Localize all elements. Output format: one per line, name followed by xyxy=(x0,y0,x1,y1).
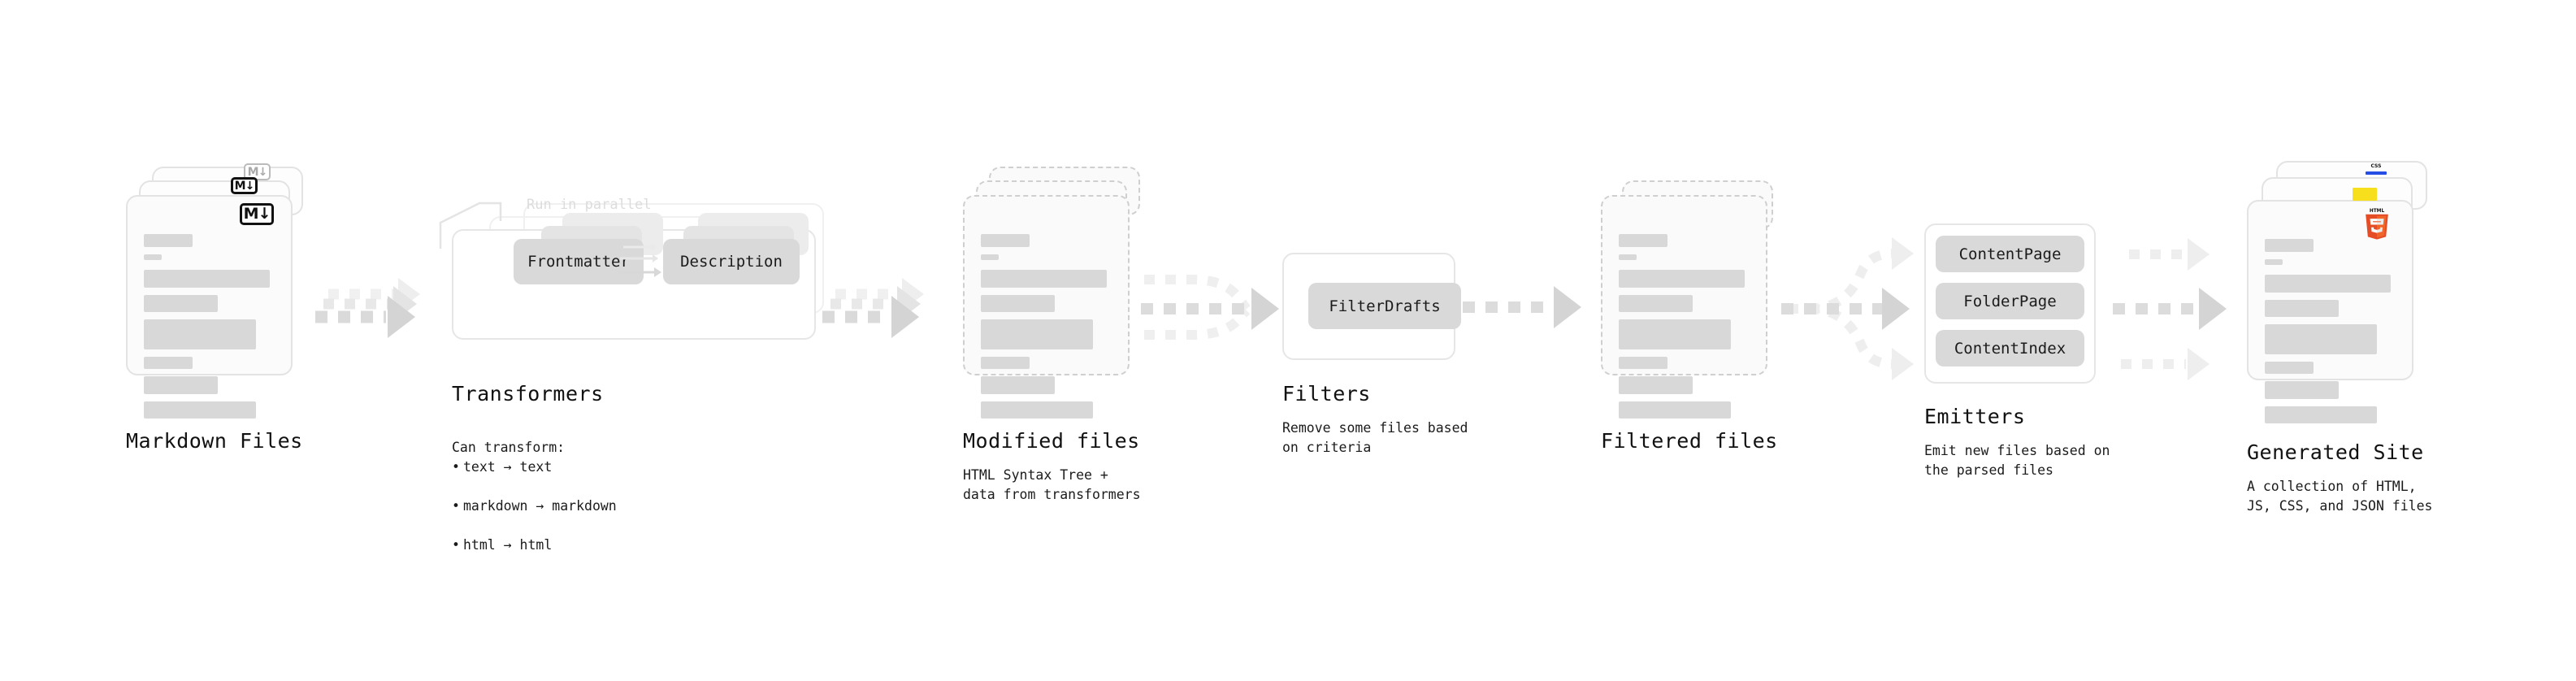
run-in-parallel-label: Run in parallel xyxy=(527,197,652,213)
css-icon-label: CSS xyxy=(2370,163,2382,169)
content-bar xyxy=(1619,254,1637,260)
content-bar xyxy=(144,295,218,312)
content-bar xyxy=(981,357,1030,369)
file-content-bars xyxy=(144,234,275,426)
transformers-capability-item: markdown → markdown xyxy=(452,497,617,516)
connector-markdown-to-transformers xyxy=(315,278,420,338)
markdown-icon-arrow: ↓ xyxy=(245,179,255,193)
content-bar xyxy=(2265,406,2377,423)
file-content-bars xyxy=(981,234,1112,426)
transformers-capability-item: text → text xyxy=(452,458,617,477)
content-bar xyxy=(2265,362,2314,374)
content-bar xyxy=(1619,376,1693,394)
connector-modified-to-filters xyxy=(1141,275,1279,340)
connector-filtered-to-emitters xyxy=(1781,237,1914,380)
content-bar xyxy=(2265,275,2391,293)
markdown-icon-mid: M↓ xyxy=(231,177,258,194)
transformer-pill-frontmatter[interactable]: Frontmatter xyxy=(514,239,644,284)
content-bar xyxy=(1619,234,1667,247)
content-bar xyxy=(981,270,1107,288)
file-card-front xyxy=(963,195,1130,419)
content-bar xyxy=(144,319,256,349)
stage-subtitle-transformers: Can transform: text → text markdown → ma… xyxy=(452,419,617,574)
content-bar xyxy=(1619,295,1693,312)
connector-transformers-to-modified xyxy=(822,278,924,338)
file-card-front xyxy=(126,195,293,419)
content-bar xyxy=(981,376,1055,394)
transformer-inner-arrows xyxy=(618,243,661,277)
content-bar xyxy=(144,401,256,419)
emitter-pill-folderpage[interactable]: FolderPage xyxy=(1936,283,2084,319)
transformer-pill-description[interactable]: Description xyxy=(663,239,800,284)
filter-pill-filterdrafts[interactable]: FilterDrafts xyxy=(1308,283,1461,329)
stage-title-emitters: Emitters xyxy=(1924,405,2026,428)
markdown-icon-arrow: ↓ xyxy=(258,205,271,223)
content-bar xyxy=(981,319,1093,349)
file-content-bars xyxy=(2265,239,2396,431)
content-bar xyxy=(1619,357,1667,369)
js-icon xyxy=(2353,188,2377,201)
file-content-bars xyxy=(1619,234,1750,426)
stage-title-generated-site: Generated Site xyxy=(2247,440,2424,464)
transformers-subtitle-lead: Can transform: xyxy=(452,439,566,455)
markdown-icon-letter: M xyxy=(234,179,246,193)
content-bar xyxy=(981,234,1030,247)
file-card-front-html xyxy=(2247,200,2413,423)
markdown-icon: M↓ xyxy=(240,203,274,225)
connector-filters-to-filtered xyxy=(1463,286,1581,328)
content-bar xyxy=(144,270,270,288)
content-bar xyxy=(2265,239,2314,252)
markdown-icon-arrow: ↓ xyxy=(258,165,268,179)
svg-text:HTML: HTML xyxy=(2370,209,2385,214)
content-bar xyxy=(144,376,218,394)
stage-title-modified-files: Modified files xyxy=(963,429,1140,453)
content-bar xyxy=(981,295,1055,312)
content-bar xyxy=(144,234,193,247)
file-card-front xyxy=(1601,195,1767,419)
html5-icon: HTML xyxy=(2366,209,2388,240)
emitter-pill-contentpage[interactable]: ContentPage xyxy=(1936,236,2084,272)
content-bar xyxy=(2265,381,2339,399)
content-bar xyxy=(2265,300,2339,317)
content-bar xyxy=(1619,319,1731,349)
markdown-icon-letter: M xyxy=(247,165,259,179)
emitter-pill-contentindex[interactable]: ContentIndex xyxy=(1936,330,2084,367)
content-bar xyxy=(144,254,162,260)
content-bar xyxy=(1619,401,1731,419)
run-in-parallel-bracket xyxy=(439,202,502,249)
stage-subtitle-filters: Remove some files based on criteria xyxy=(1282,420,1468,455)
stage-subtitle-generated-site: A collection of HTML, JS, CSS, and JSON … xyxy=(2247,479,2433,514)
stage-title-transformers: Transformers xyxy=(452,382,604,406)
content-bar xyxy=(981,254,999,260)
stage-subtitle-modified-files: HTML Syntax Tree + data from transformer… xyxy=(963,467,1141,502)
content-bar xyxy=(2265,324,2377,354)
stage-title-markdown-files: Markdown Files xyxy=(126,429,303,453)
connector-emitters-to-site xyxy=(2113,238,2227,380)
content-bar xyxy=(2265,259,2283,265)
stage-title-filters: Filters xyxy=(1282,382,1371,406)
css-icon: CSS xyxy=(2366,164,2387,175)
content-bar xyxy=(981,401,1093,419)
content-bar xyxy=(144,357,193,369)
content-bar xyxy=(1619,270,1745,288)
stage-title-filtered-files: Filtered files xyxy=(1601,429,1778,453)
stage-subtitle-emitters: Emit new files based on the parsed files xyxy=(1924,443,2110,478)
transformers-capability-item: html → html xyxy=(452,536,617,555)
markdown-icon-letter: M xyxy=(243,205,259,223)
